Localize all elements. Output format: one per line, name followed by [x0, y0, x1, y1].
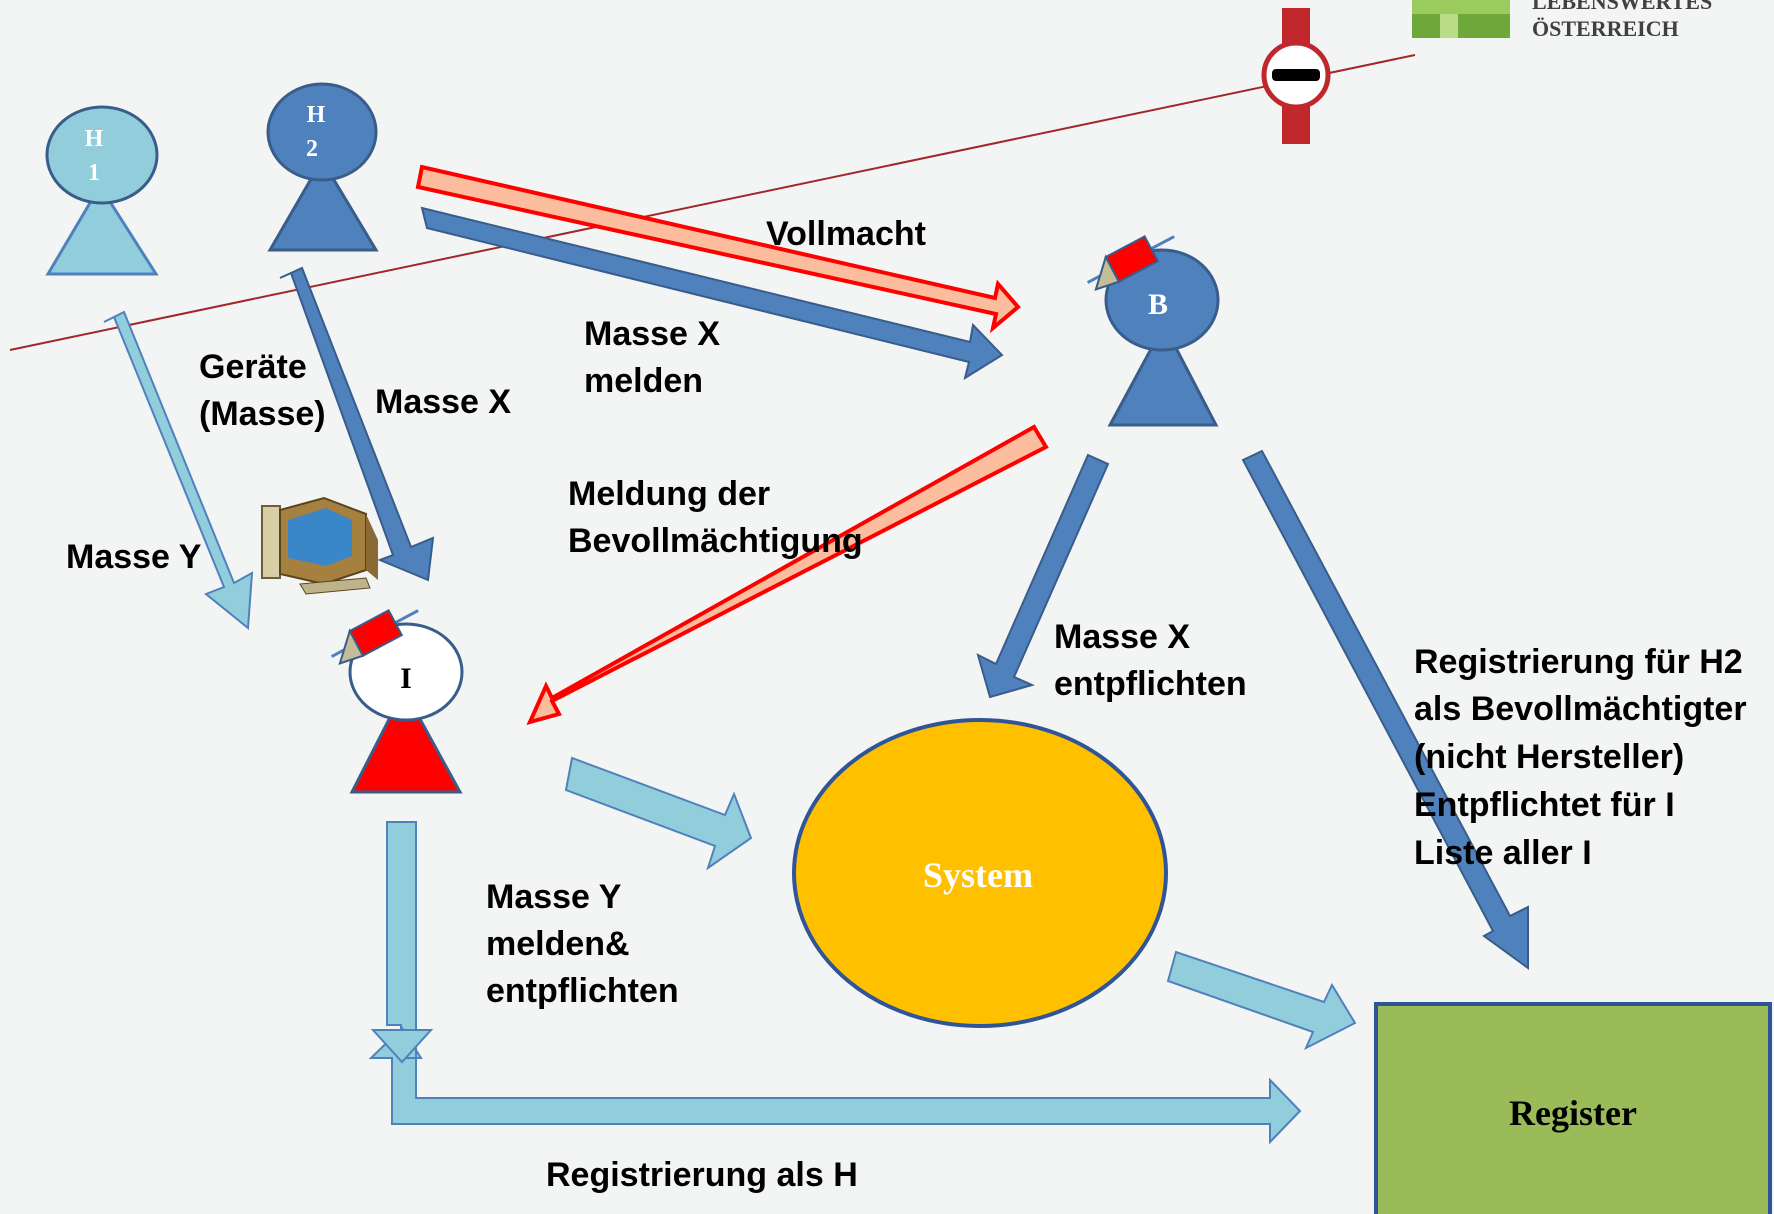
actor-h1-head — [45, 105, 159, 205]
system-label: System — [923, 855, 1033, 895]
actor-h1: H 1 — [45, 105, 159, 276]
arrow-i-down-head — [370, 1029, 434, 1064]
label-meldung-1: Meldung der — [568, 475, 770, 513]
system-node: System — [792, 718, 1168, 1028]
label-meldung-2: Bevollmächtigung — [568, 522, 863, 560]
actor-h2-body — [267, 157, 379, 252]
label-geraete-1: Geräte — [199, 348, 307, 386]
actor-b-head — [1104, 248, 1220, 352]
actor-h2-letter: H — [307, 102, 326, 128]
arrow-i-to-system — [564, 756, 753, 871]
brand-logo: LEBENSWERTES ÖSTERREICH — [1412, 0, 1712, 41]
label-masse-y-melden-2: melden& — [486, 925, 630, 963]
label-masse-y: Masse Y — [66, 538, 202, 576]
label-masse-y-melden-1: Masse Y — [486, 878, 622, 916]
label-masse-y-melden-3: entpflichten — [486, 972, 679, 1010]
system-ellipse — [792, 718, 1168, 1028]
arrow-h1-to-i — [103, 310, 254, 630]
label-registrierung-b-2: als Bevollmächtigter — [1414, 690, 1747, 728]
actor-h2-head — [266, 82, 378, 182]
label-masse-x: Masse X — [375, 383, 511, 421]
actor-h2-number: 2 — [306, 136, 318, 162]
label-registrierung-b-4: Entpflichtet für I — [1414, 786, 1675, 824]
logo-text-line1: LEBENSWERTES — [1532, 0, 1712, 14]
no-entry-sign — [1261, 8, 1331, 144]
label-masse-x-entpflichten-1: Masse X — [1054, 618, 1190, 656]
boundary-line — [9, 54, 1416, 351]
arrow-h2-to-b-masse — [420, 206, 1004, 381]
actor-b: B — [1086, 235, 1220, 427]
arrow-b-to-register — [1241, 449, 1529, 970]
register-node: Register — [1374, 1002, 1772, 1214]
actor-b-pen-icon — [1086, 235, 1175, 292]
actor-h1-number: 1 — [88, 160, 100, 186]
actor-h1-body — [45, 183, 159, 276]
logo-text-line2: ÖSTERREICH — [1532, 16, 1679, 41]
actor-b-letter: B — [1148, 288, 1168, 321]
register-label: Register — [1509, 1093, 1637, 1133]
arrow-b-to-system — [976, 453, 1110, 699]
actor-h1-letter: H — [85, 126, 104, 152]
computer-icon — [261, 496, 378, 595]
label-registrierung-b-5: Liste aller I — [1414, 834, 1592, 872]
label-vollmacht: Vollmacht — [766, 215, 926, 253]
label-registrierung-b-1: Registrierung für H2 — [1414, 643, 1743, 681]
actor-h2: H 2 — [266, 82, 379, 252]
label-masse-x-entpflichten-2: entpflichten — [1054, 665, 1247, 703]
arrow-meldung-bevollmaechtigung — [526, 424, 1049, 726]
no-entry-bar — [1272, 69, 1320, 81]
actor-i: I — [330, 609, 464, 794]
label-masse-x-melden-1: Masse X — [584, 315, 720, 353]
label-registrierung-b-3: (nicht Hersteller) — [1414, 738, 1684, 776]
label-registrierung-h: Registrierung als H — [546, 1156, 858, 1194]
logo-grass-detail — [1440, 14, 1458, 38]
register-box — [1374, 1002, 1772, 1214]
actor-i-pen-icon — [330, 609, 419, 666]
actor-i-letter: I — [400, 662, 412, 695]
label-geraete-2: (Masse) — [199, 395, 326, 433]
label-masse-x-melden-2: melden — [584, 362, 703, 400]
arrow-system-to-register — [1166, 950, 1357, 1051]
arrow-vollmacht — [415, 164, 1021, 334]
actor-b-body — [1107, 321, 1219, 427]
logo-grass-highlight — [1412, 0, 1510, 14]
arrow-h2-to-i — [279, 266, 435, 582]
actor-i-body — [349, 686, 463, 794]
